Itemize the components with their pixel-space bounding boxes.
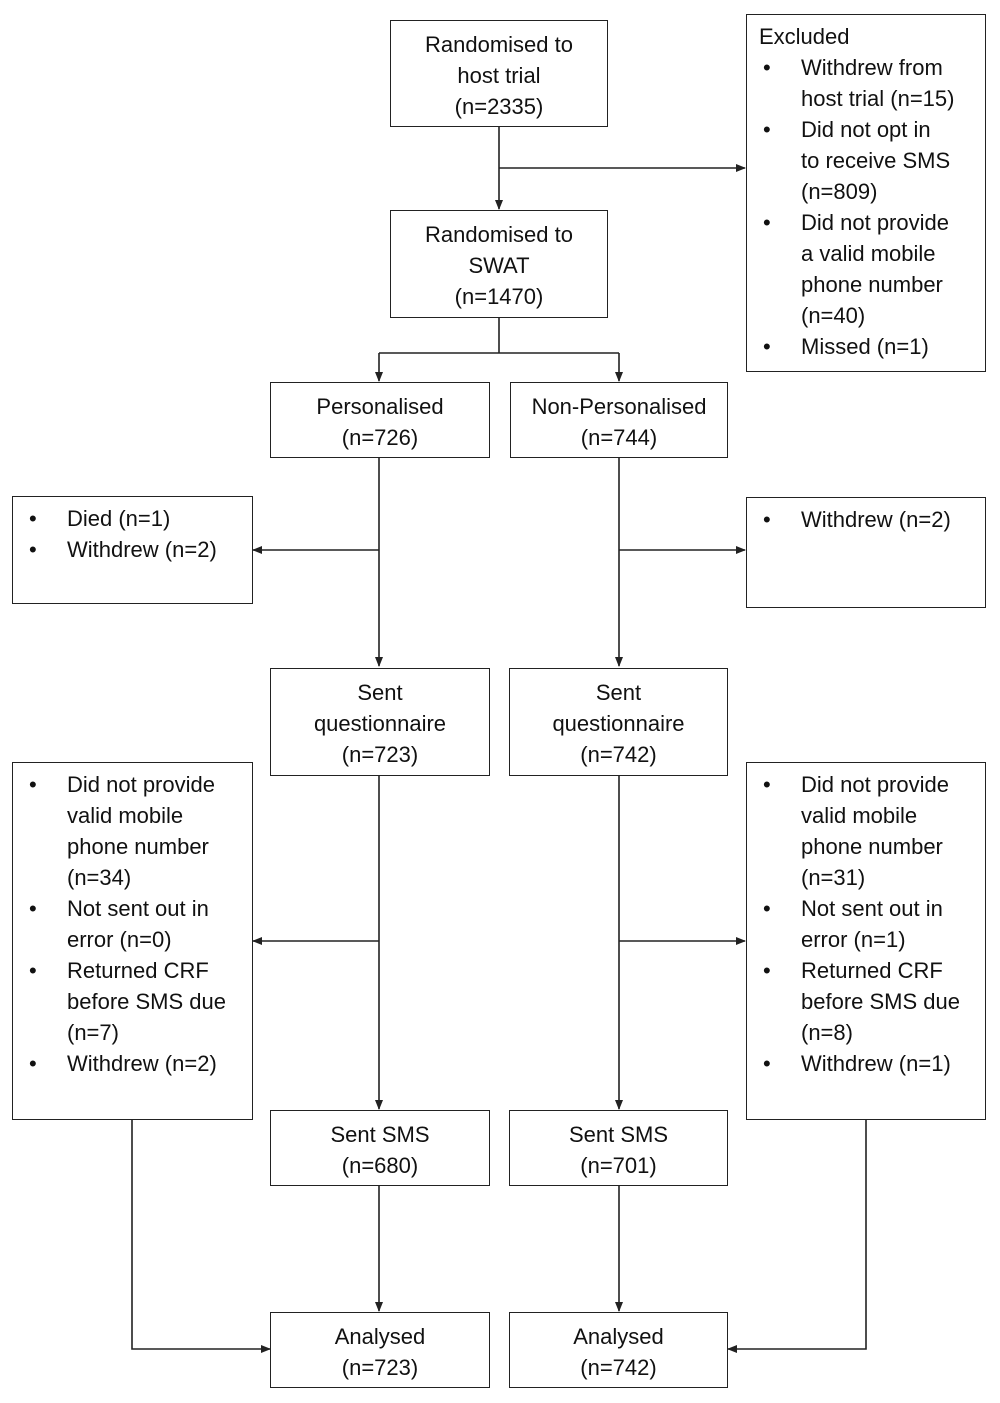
box-sent-sms-non-personalised: Sent SMS (n=701) [509,1110,728,1186]
list-item: Withdrew (n=1) [747,1048,985,1079]
box-sent-questionnaire-personalised: Sent questionnaire (n=723) [270,668,490,776]
box-loss-personalised-2: Did not provide valid mobile phone numbe… [12,762,253,1120]
list-item: Withdrew (n=2) [13,534,252,565]
box-sent-questionnaire-non-personalised: Sent questionnaire (n=742) [509,668,728,776]
list-item: Withdrew (n=2) [747,504,985,535]
list-item: Not sent out in error (n=0) [13,893,252,955]
list-item: Withdrew (n=2) [13,1048,252,1079]
box-personalised: Personalised (n=726) [270,382,490,458]
arrow-p-loss-to-analysed [131,1120,271,1353]
list-item: Returned CRF before SMS due (n=7) [13,955,252,1048]
box-loss-non-personalised-2: Did not provide valid mobile phone numbe… [746,762,986,1120]
list-item: Did not provide a valid mobile phone num… [747,207,985,331]
box-excluded: Excluded Withdrew from host trial (n=15)… [746,14,986,372]
list-item: Missed (n=1) [747,331,985,362]
excluded-heading: Excluded [759,24,850,49]
list-item: Withdrew from host trial (n=15) [747,52,985,114]
box-randomised-host-trial: Randomised to host trial (n=2335) [390,20,608,127]
list-item: Not sent out in error (n=1) [747,893,985,955]
list-item: Did not provide valid mobile phone numbe… [747,769,985,893]
list-item: Returned CRF before SMS due (n=8) [747,955,985,1048]
box-non-personalised: Non-Personalised (n=744) [510,382,728,458]
list-item: Did not opt in to receive SMS (n=809) [747,114,985,207]
excluded-list: Withdrew from host trial (n=15) Did not … [747,52,985,362]
box-analysed-personalised: Analysed (n=723) [270,1312,490,1388]
list-item: Died (n=1) [13,503,252,534]
box-sent-sms-personalised: Sent SMS (n=680) [270,1110,490,1186]
arrow-np-loss-to-analysed [727,1120,867,1353]
list-item: Did not provide valid mobile phone numbe… [13,769,252,893]
box-analysed-non-personalised: Analysed (n=742) [509,1312,728,1388]
box-loss-non-personalised-1: Withdrew (n=2) [746,497,986,608]
box-randomised-swat: Randomised to SWAT (n=1470) [390,210,608,318]
box-loss-personalised-1: Died (n=1) Withdrew (n=2) [12,496,253,604]
